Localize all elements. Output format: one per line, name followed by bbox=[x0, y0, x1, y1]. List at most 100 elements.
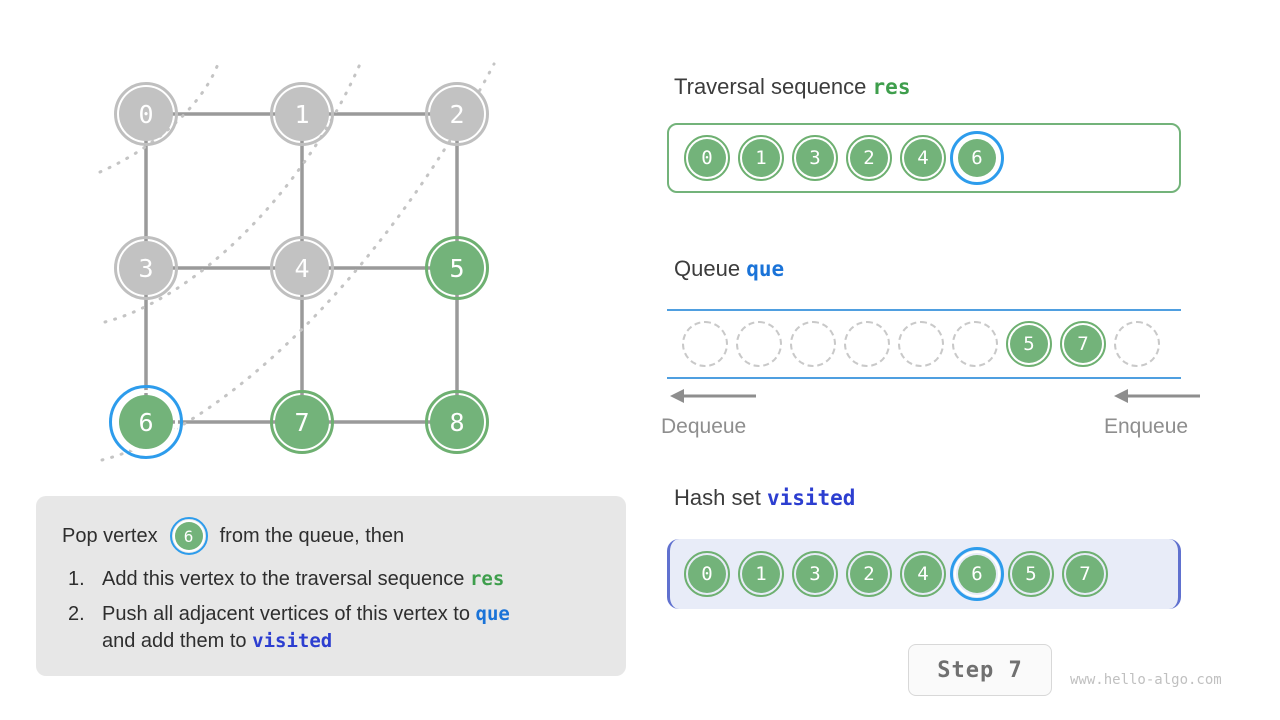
token-ring bbox=[682, 321, 728, 367]
title-text: Hash set bbox=[674, 485, 761, 510]
code-token-visited: visited bbox=[252, 630, 333, 652]
token-ring bbox=[738, 551, 784, 597]
graph-node-7[interactable]: 7 bbox=[270, 390, 334, 454]
queue-slot-empty-slot[interactable] bbox=[790, 321, 836, 367]
queue-slot-empty-slot[interactable] bbox=[1114, 321, 1160, 367]
token-label: 5 bbox=[1010, 325, 1048, 363]
node-ring bbox=[114, 390, 178, 454]
node-label: 6 bbox=[174, 522, 203, 550]
hash-set-item[interactable]: 1 bbox=[738, 551, 784, 597]
token-ring bbox=[954, 135, 1000, 181]
step-text: Push all adjacent vertices of this verte… bbox=[102, 603, 470, 625]
node-label: 2 bbox=[430, 87, 484, 141]
explanation-caption-box: Pop vertex 6 from the queue, then 1. Add… bbox=[36, 496, 626, 676]
token-ring bbox=[1060, 321, 1106, 367]
graph-node-3[interactable]: 3 bbox=[114, 236, 178, 300]
enqueue-label: Enqueue bbox=[1104, 415, 1189, 438]
node-ring bbox=[114, 82, 178, 146]
graph-node-2[interactable]: 2 bbox=[425, 82, 489, 146]
token-label: 7 bbox=[1066, 555, 1104, 593]
graph-panel: 0 1 2 3 4 5 6 7 8 bbox=[0, 0, 640, 500]
traversal-sequence-item[interactable]: 4 bbox=[900, 135, 946, 181]
token-label: 0 bbox=[688, 139, 726, 177]
token-ring bbox=[792, 135, 838, 181]
node-ring bbox=[425, 82, 489, 146]
enqueue-arrow-icon bbox=[1114, 389, 1200, 403]
hash-set-item[interactable]: 2 bbox=[846, 551, 892, 597]
queue-slot-item[interactable]: 5 bbox=[1006, 321, 1052, 367]
token-ring bbox=[900, 551, 946, 597]
traversal-sequence-item[interactable]: 6 bbox=[950, 131, 1004, 185]
node-ring bbox=[114, 236, 178, 300]
caption-text-after: from the queue, then bbox=[219, 524, 405, 547]
hash-set-item[interactable]: 6 bbox=[950, 547, 1004, 601]
queue-slot-empty-slot[interactable] bbox=[952, 321, 998, 367]
hash-set-item[interactable]: 0 bbox=[684, 551, 730, 597]
token-ring bbox=[952, 321, 998, 367]
node-ring bbox=[270, 390, 334, 454]
step-text-continued: and add them to bbox=[102, 630, 247, 652]
token-label: 1 bbox=[742, 139, 780, 177]
graph-node-8[interactable]: 8 bbox=[425, 390, 489, 454]
token-label: 4 bbox=[904, 139, 942, 177]
token-ring bbox=[1006, 321, 1052, 367]
graph-node-6[interactable]: 6 bbox=[109, 385, 183, 459]
highlight-ring bbox=[109, 385, 183, 459]
title-code-res: res bbox=[872, 75, 911, 99]
graph-node-5[interactable]: 5 bbox=[425, 236, 489, 300]
token-label: 0 bbox=[688, 555, 726, 593]
token-label: 6 bbox=[958, 555, 996, 593]
token-label: 7 bbox=[1064, 325, 1102, 363]
queue-slot-empty-slot[interactable] bbox=[844, 321, 890, 367]
hash-set-item[interactable]: 4 bbox=[900, 551, 946, 597]
queue-slot-empty-slot[interactable] bbox=[898, 321, 944, 367]
node-label: 6 bbox=[119, 395, 173, 449]
graph-node-0[interactable]: 0 bbox=[114, 82, 178, 146]
caption-step-item-1: 1. Add this vertex to the traversal sequ… bbox=[62, 566, 600, 593]
node-label: 8 bbox=[430, 395, 484, 449]
traversal-sequence-title: Traversal sequence res bbox=[674, 74, 910, 100]
highlight-ring bbox=[950, 131, 1004, 185]
token-label: 1 bbox=[742, 555, 780, 593]
queue-slot-empty-slot[interactable] bbox=[736, 321, 782, 367]
token-label: 3 bbox=[796, 139, 834, 177]
queue-slot-empty-slot[interactable] bbox=[682, 321, 728, 367]
dequeue-label: Dequeue bbox=[661, 415, 747, 438]
token-ring bbox=[792, 551, 838, 597]
token-ring bbox=[846, 135, 892, 181]
token-label: 4 bbox=[904, 555, 942, 593]
token-ring bbox=[684, 135, 730, 181]
traversal-sequence-item[interactable]: 3 bbox=[792, 135, 838, 181]
hash-set-item[interactable]: 3 bbox=[792, 551, 838, 597]
hash-set-item[interactable]: 5 bbox=[1008, 551, 1054, 597]
traversal-sequence-item[interactable]: 0 bbox=[684, 135, 730, 181]
title-code-que: que bbox=[746, 257, 785, 281]
title-text: Queue bbox=[674, 256, 741, 281]
node-label: 1 bbox=[275, 87, 329, 141]
node-ring bbox=[270, 82, 334, 146]
node-ring bbox=[425, 236, 489, 300]
step-number: 2. bbox=[68, 603, 85, 625]
traversal-sequence-item[interactable]: 2 bbox=[846, 135, 892, 181]
bfs-frontier-dotted-curves bbox=[98, 62, 496, 462]
highlight-ring bbox=[169, 517, 208, 555]
frontier-curve-3 bbox=[100, 62, 496, 462]
token-ring bbox=[954, 551, 1000, 597]
queue-slot-item[interactable]: 7 bbox=[1060, 321, 1106, 367]
token-ring bbox=[684, 551, 730, 597]
node-label: 7 bbox=[275, 395, 329, 449]
traversal-sequence-item[interactable]: 1 bbox=[738, 135, 784, 181]
graph-node-1[interactable]: 1 bbox=[270, 82, 334, 146]
token-ring bbox=[738, 135, 784, 181]
code-token-que: que bbox=[475, 603, 510, 625]
caption-step-list: 1. Add this vertex to the traversal sequ… bbox=[62, 566, 600, 655]
token-label: 5 bbox=[1012, 555, 1050, 593]
node-label: 5 bbox=[430, 241, 484, 295]
caption-text-before: Pop vertex bbox=[62, 524, 158, 547]
code-token-res: res bbox=[469, 568, 505, 590]
caption-vertex-node: 6 bbox=[169, 517, 208, 555]
graph-node-4[interactable]: 4 bbox=[270, 236, 334, 300]
hash-set-item[interactable]: 7 bbox=[1062, 551, 1108, 597]
